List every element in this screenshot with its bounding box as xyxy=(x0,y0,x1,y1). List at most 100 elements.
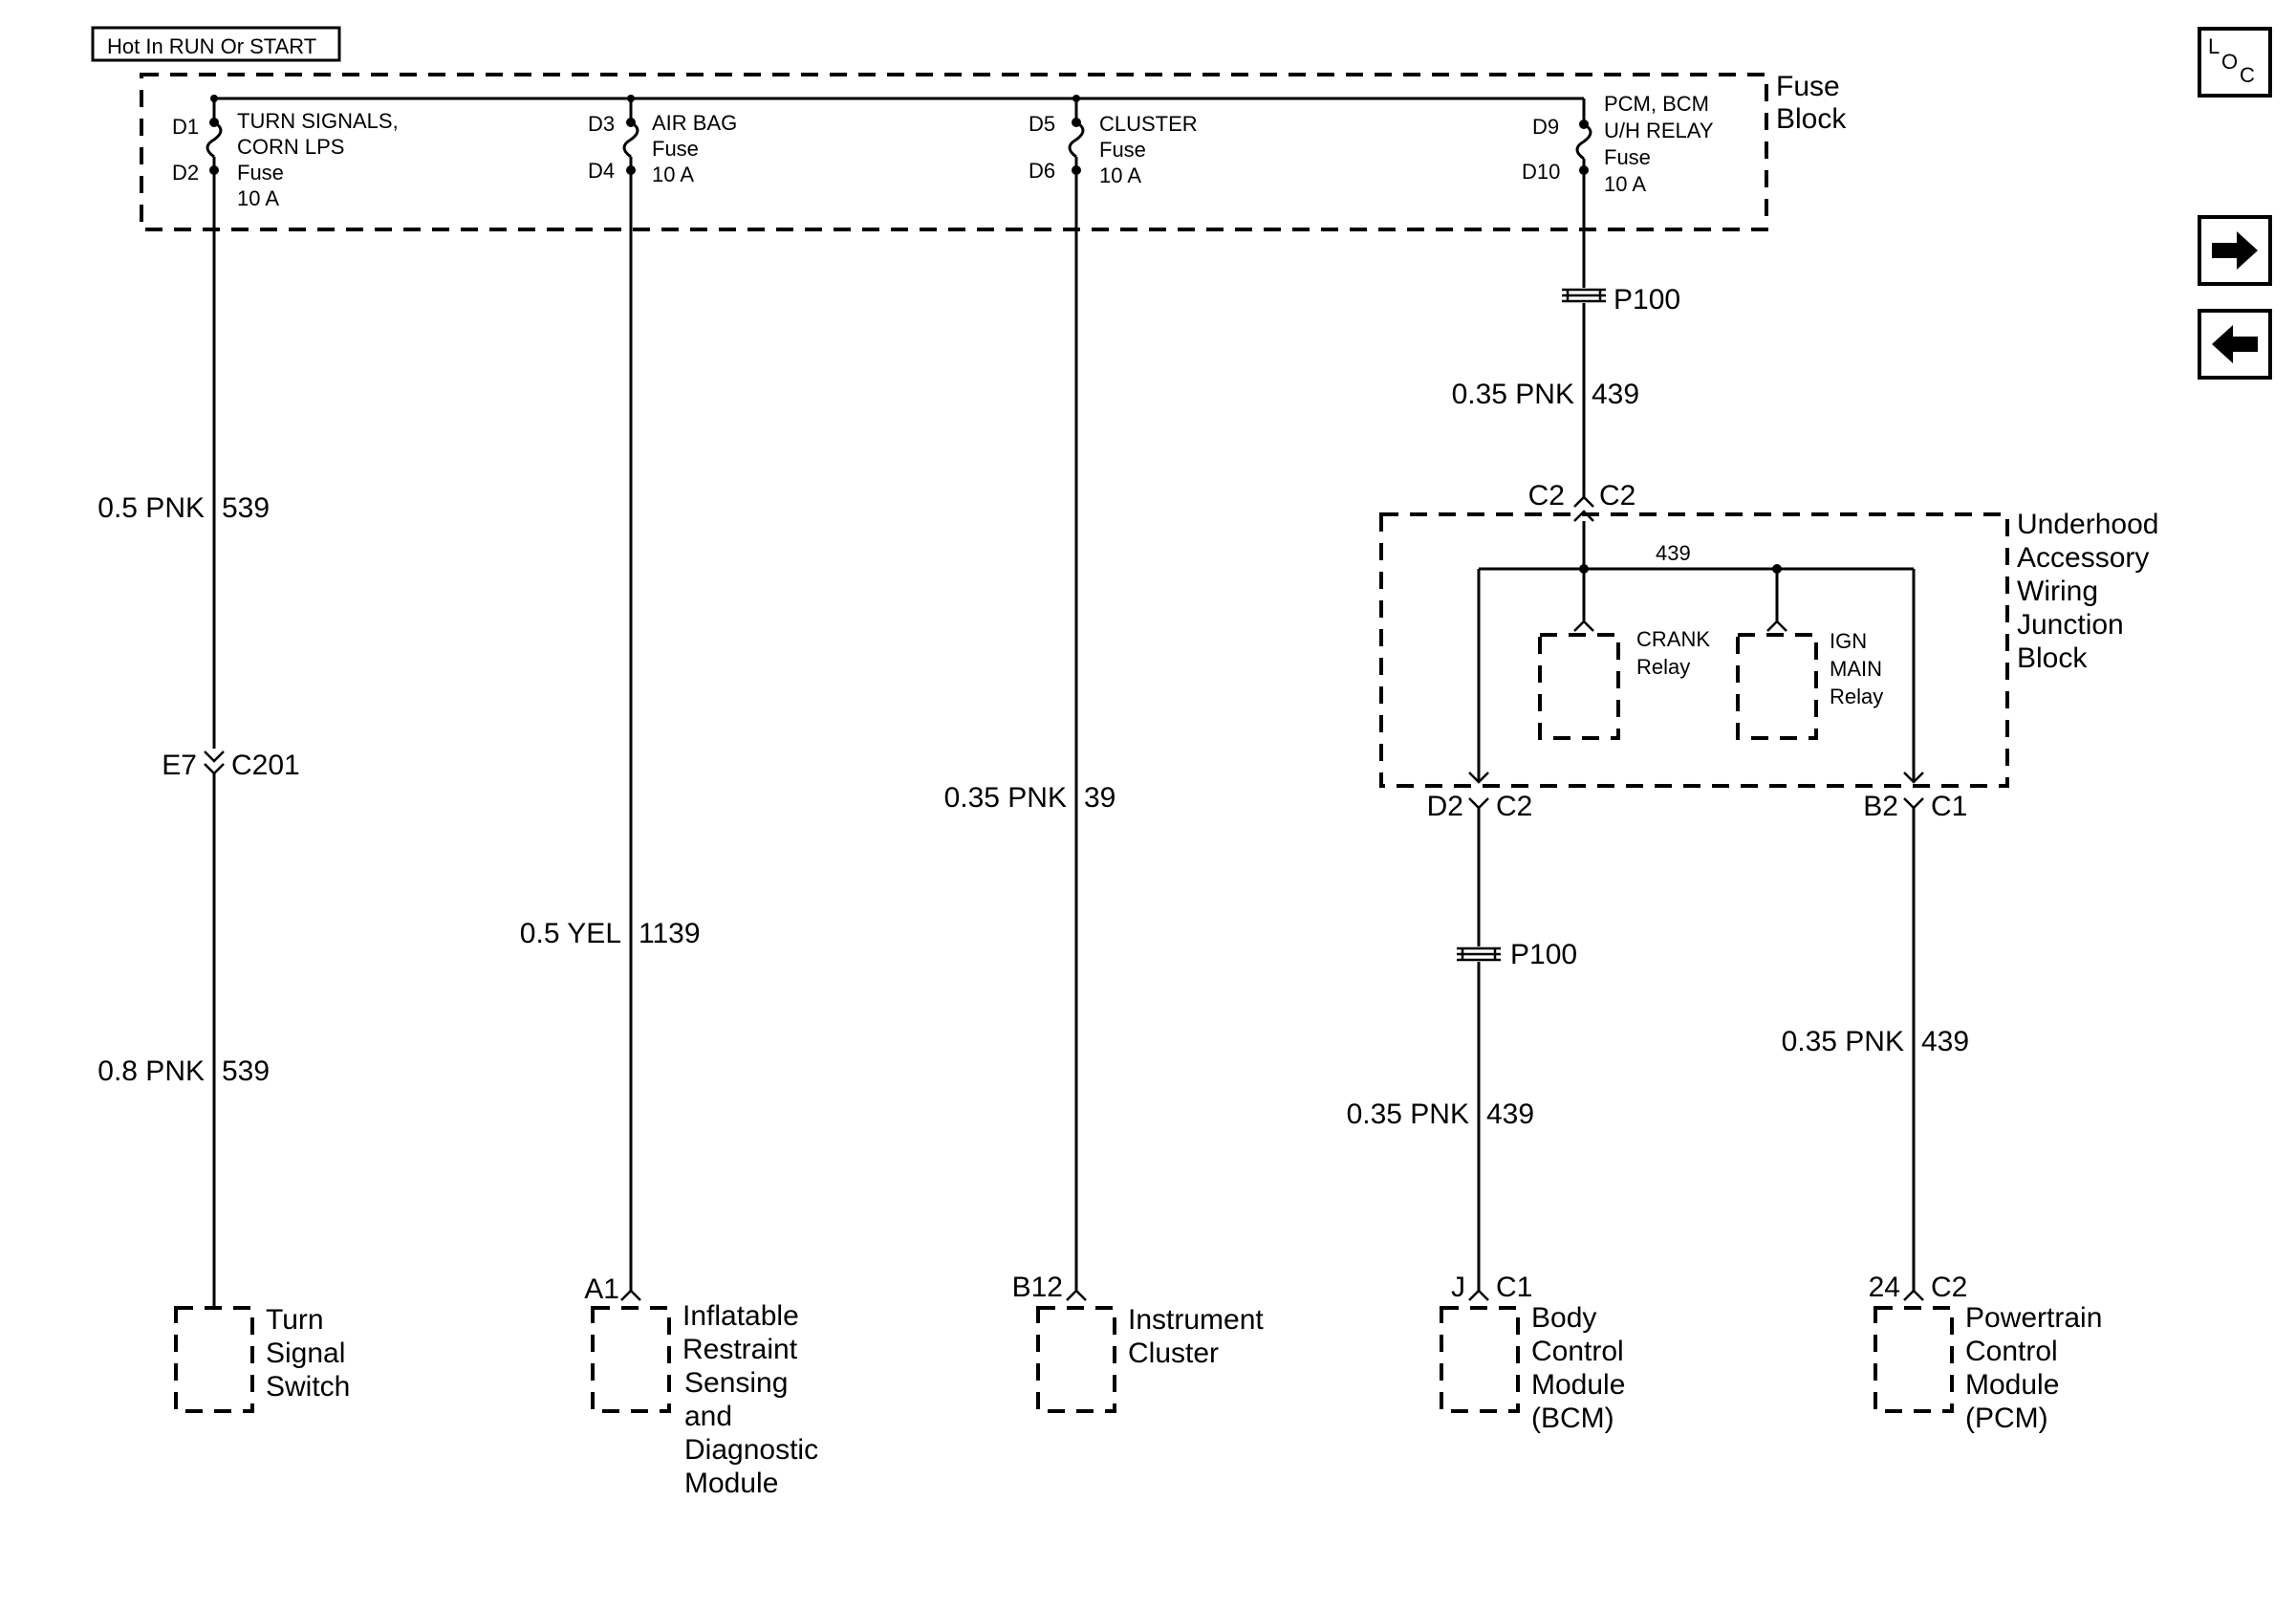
p100-bcm-label: P100 xyxy=(1510,939,1577,970)
bcm-conn: C1 xyxy=(1496,1272,1532,1303)
location-button[interactable]: L O C xyxy=(2198,27,2272,98)
wire-539-upper-gauge: 0.5 PNK xyxy=(97,492,205,524)
wire-539-lower-circuit: 539 xyxy=(222,1055,270,1087)
airbag-line-3: Sensing xyxy=(684,1367,788,1399)
wire-439-top-circuit: 439 xyxy=(1592,379,1639,410)
fuse-2-pin-bottom: D4 xyxy=(588,159,615,183)
instrument-cluster: B12 Instrument Cluster xyxy=(1012,1272,1264,1413)
connector-p100-bcm: P100 xyxy=(1457,939,1577,970)
fuse-4-pin-top: D9 xyxy=(1532,115,1559,139)
wire-439-bcm-circuit: 439 xyxy=(1486,1099,1534,1130)
pcm-pin: 24 xyxy=(1869,1272,1900,1303)
cluster-line-1: Instrument xyxy=(1128,1304,1264,1336)
bcm-line-2: Control xyxy=(1531,1336,1624,1367)
airbag-line-4: and xyxy=(684,1401,732,1432)
pcm-line-1: Powertrain xyxy=(1965,1302,2102,1334)
next-page-button[interactable] xyxy=(2198,215,2272,286)
fuse-cluster: D5 D6 CLUSTER Fuse 10 A xyxy=(1029,95,1198,187)
wire-439-bcm-gauge: 0.35 PNK xyxy=(1347,1099,1469,1130)
wire-1139-circuit: 1139 xyxy=(639,918,701,949)
ign-main-relay: IGN MAIN Relay xyxy=(1736,569,1883,740)
junction-label-line-5: Block xyxy=(2017,642,2088,674)
connector-uawjb-input: C2 C2 xyxy=(1528,480,1635,522)
fuse-1-pin-bottom: D2 xyxy=(172,161,199,185)
bcm-pin: J xyxy=(1451,1272,1465,1303)
loc-letter-c: C xyxy=(2240,63,2255,87)
bcm-line-3: Module xyxy=(1531,1369,1625,1401)
fuse-1-name-line-2: CORN LPS xyxy=(237,135,344,159)
turn-signal-switch: Turn Signal Switch xyxy=(174,1304,350,1413)
fuse-1-name-line-1: TURN SIGNALS, xyxy=(237,109,399,133)
ign-relay-line-2: MAIN xyxy=(1830,657,1882,681)
fuse-block-label-1: Fuse xyxy=(1776,71,1840,102)
airbag-line-1: Inflatable xyxy=(682,1300,799,1332)
connector-p100-top: P100 xyxy=(1562,284,1680,315)
c201-pin: E7 xyxy=(162,750,197,781)
bcm-line-4: (BCM) xyxy=(1531,1403,1614,1434)
loc-letter-o: O xyxy=(2221,50,2238,74)
pcm-conn: C2 xyxy=(1931,1272,1967,1303)
wire-539-upper-circuit: 539 xyxy=(222,492,270,524)
wire-439-top-gauge: 0.35 PNK xyxy=(1452,379,1574,410)
fuse-4-name-line-3: Fuse xyxy=(1604,145,1651,169)
uawjb-out-left-conn: C2 xyxy=(1496,791,1532,822)
airbag-line-2: Restraint xyxy=(682,1334,798,1365)
hot-in-run-label-box: Hot In RUN Or START xyxy=(91,26,341,62)
connector-uawjb-out-right: B2 C1 xyxy=(1863,791,1967,822)
junction-block-outline xyxy=(1379,512,2009,788)
wire-539-lower-gauge: 0.8 PNK xyxy=(97,1055,205,1087)
airbag-line-5: Diagnostic xyxy=(684,1434,818,1466)
fuse-3-pin-top: D5 xyxy=(1029,112,1055,136)
fuse-2-name-line-3: 10 A xyxy=(652,163,694,186)
fuse-1-pin-top: D1 xyxy=(172,115,199,139)
junction-block-label: Underhood Accessory Wiring Junction Bloc… xyxy=(2017,509,2158,674)
pcm-line-4: (PCM) xyxy=(1965,1403,2048,1434)
crank-relay: CRANK Relay xyxy=(1538,569,1710,740)
ign-relay-line-1: IGN xyxy=(1830,629,1867,653)
fuse-air-bag: D3 D4 AIR BAG Fuse 10 A xyxy=(588,95,737,186)
connector-c201: E7 C201 xyxy=(162,750,299,781)
fuse-4-name-line-1: PCM, BCM xyxy=(1604,92,1709,116)
pcm-line-3: Module xyxy=(1965,1369,2059,1401)
wire-439-pcm-gauge: 0.35 PNK xyxy=(1782,1026,1904,1057)
crank-relay-line-1: CRANK xyxy=(1636,627,1710,651)
fuse-3-name-line-1: CLUSTER xyxy=(1099,112,1198,136)
turn-signal-line-1: Turn xyxy=(266,1304,324,1336)
loc-letter-l: L xyxy=(2208,34,2220,58)
fuse-block-outline xyxy=(140,73,1768,231)
fuse-2-pin-top: D3 xyxy=(588,112,615,136)
junction-label-line-3: Wiring xyxy=(2017,576,2098,607)
airbag-pin: A1 xyxy=(584,1273,619,1305)
airbag-module: A1 Inflatable Restraint Sensing and Diag… xyxy=(584,1273,818,1499)
uawjb-out-right-pin: B2 xyxy=(1863,791,1898,822)
turn-signal-line-2: Signal xyxy=(266,1338,345,1369)
fuse-4-name-line-4: 10 A xyxy=(1604,172,1646,196)
airbag-line-6: Module xyxy=(684,1468,778,1499)
wire-439-pcm-circuit: 439 xyxy=(1921,1026,1969,1057)
body-control-module: J C1 Body Control Module (BCM) xyxy=(1440,1272,1625,1434)
fuse-4-name-line-2: U/H RELAY xyxy=(1604,119,1714,142)
previous-page-button[interactable] xyxy=(2198,309,2272,380)
uawjb-in-right: C2 xyxy=(1599,480,1635,511)
junction-internal-circuit: 439 xyxy=(1656,541,1691,565)
fuse-2-name-line-1: AIR BAG xyxy=(652,111,737,135)
cluster-line-2: Cluster xyxy=(1128,1338,1219,1369)
p100-top-label: P100 xyxy=(1614,284,1680,315)
c201-name: C201 xyxy=(231,750,300,781)
ign-relay-line-3: Relay xyxy=(1830,685,1883,708)
uawjb-out-left-pin: D2 xyxy=(1427,791,1463,822)
fuse-pcm-bcm: D9 D10 PCM, BCM U/H RELAY Fuse 10 A xyxy=(1522,92,1714,196)
hot-in-run-label: Hot In RUN Or START xyxy=(107,34,316,58)
fuse-turn-signals: D1 D2 TURN SIGNALS, CORN LPS Fuse 10 A xyxy=(172,95,399,210)
fuse-3-name-line-2: Fuse xyxy=(1099,138,1146,162)
powertrain-control-module: 24 C2 Powertrain Control Module (PCM) xyxy=(1869,1272,2103,1434)
uawjb-out-right-conn: C1 xyxy=(1931,791,1967,822)
fuse-1-name-line-4: 10 A xyxy=(237,186,279,210)
crank-relay-line-2: Relay xyxy=(1636,655,1690,679)
bcm-line-1: Body xyxy=(1531,1302,1596,1334)
junction-label-line-1: Underhood xyxy=(2017,509,2158,540)
cluster-pin: B12 xyxy=(1012,1272,1063,1303)
wire-39-circuit: 39 xyxy=(1084,782,1116,814)
connector-uawjb-out-left: D2 C2 xyxy=(1427,791,1533,822)
